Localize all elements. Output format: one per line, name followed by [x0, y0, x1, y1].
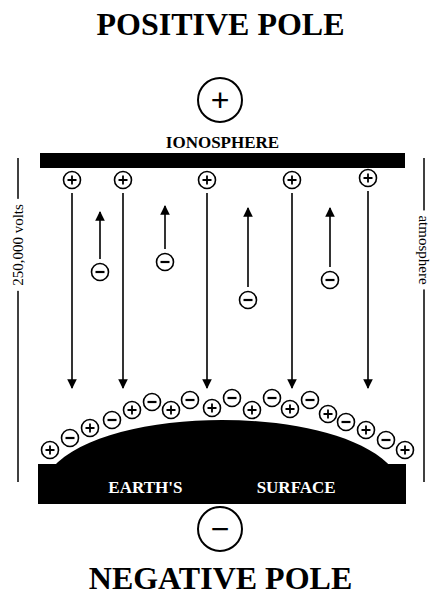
positive-ion: [244, 402, 261, 419]
negative-ion: [104, 412, 121, 429]
positive-ion: [124, 402, 141, 419]
upward-arrow: [164, 206, 166, 249]
negative-pole-symbol: −: [197, 506, 243, 552]
positive-ion: [115, 172, 132, 189]
ionosphere-bar: [40, 153, 405, 168]
positive-ion: [284, 172, 301, 189]
surface-name: EARTH'S SURFACE: [38, 478, 406, 498]
positive-ion: [42, 442, 59, 459]
downward-arrow: [71, 193, 73, 388]
negative-ion: [302, 392, 319, 409]
negative-ion: [62, 430, 79, 447]
upward-arrow: [247, 208, 249, 287]
negative-ion: [224, 390, 241, 407]
voltage-label: 250,000 volts: [7, 199, 29, 291]
positive-ion: [282, 401, 299, 418]
atmosphere-label: atmosphere: [413, 210, 435, 289]
layer-name: IONOSPHERE: [40, 134, 405, 152]
negative-ion: [378, 432, 395, 449]
positive-ion: [204, 400, 221, 417]
pole-heading: POSITIVE POLE: [0, 6, 441, 43]
negative-ion: [92, 264, 109, 281]
positive-ion: [358, 422, 375, 439]
positive-ion: [397, 442, 414, 459]
positive-ion: [320, 406, 337, 423]
negative-ion: [157, 254, 174, 271]
positive-ion: [199, 172, 216, 189]
downward-arrow: [291, 193, 293, 388]
atmosphere-bracket: [423, 158, 425, 482]
positive-ion: [163, 402, 180, 419]
positive-ion: [360, 170, 377, 187]
downward-arrow: [206, 193, 208, 388]
positive-pole-symbol: +: [197, 77, 243, 123]
pole-sign: −: [211, 513, 230, 545]
ionosphere-band: IONOSPHERE: [40, 134, 405, 168]
downward-arrow: [367, 191, 369, 388]
positive-ion: [64, 172, 81, 189]
negative-ion: [144, 394, 161, 411]
pole-sign: +: [211, 84, 230, 116]
positive-ion: [82, 420, 99, 437]
negative-ion: [322, 272, 339, 289]
earth-dome: [52, 420, 392, 468]
upward-arrow: [99, 212, 101, 259]
negative-ion: [338, 414, 355, 431]
negative-ion: [182, 392, 199, 409]
earth-surface: EARTH'S SURFACE: [38, 408, 406, 504]
negative-ion: [264, 390, 281, 407]
negative-ion: [240, 292, 257, 309]
pole-heading: NEGATIVE POLE: [0, 560, 441, 597]
downward-arrow: [122, 193, 124, 388]
upward-arrow: [329, 208, 331, 267]
earth-slab: [38, 464, 406, 504]
